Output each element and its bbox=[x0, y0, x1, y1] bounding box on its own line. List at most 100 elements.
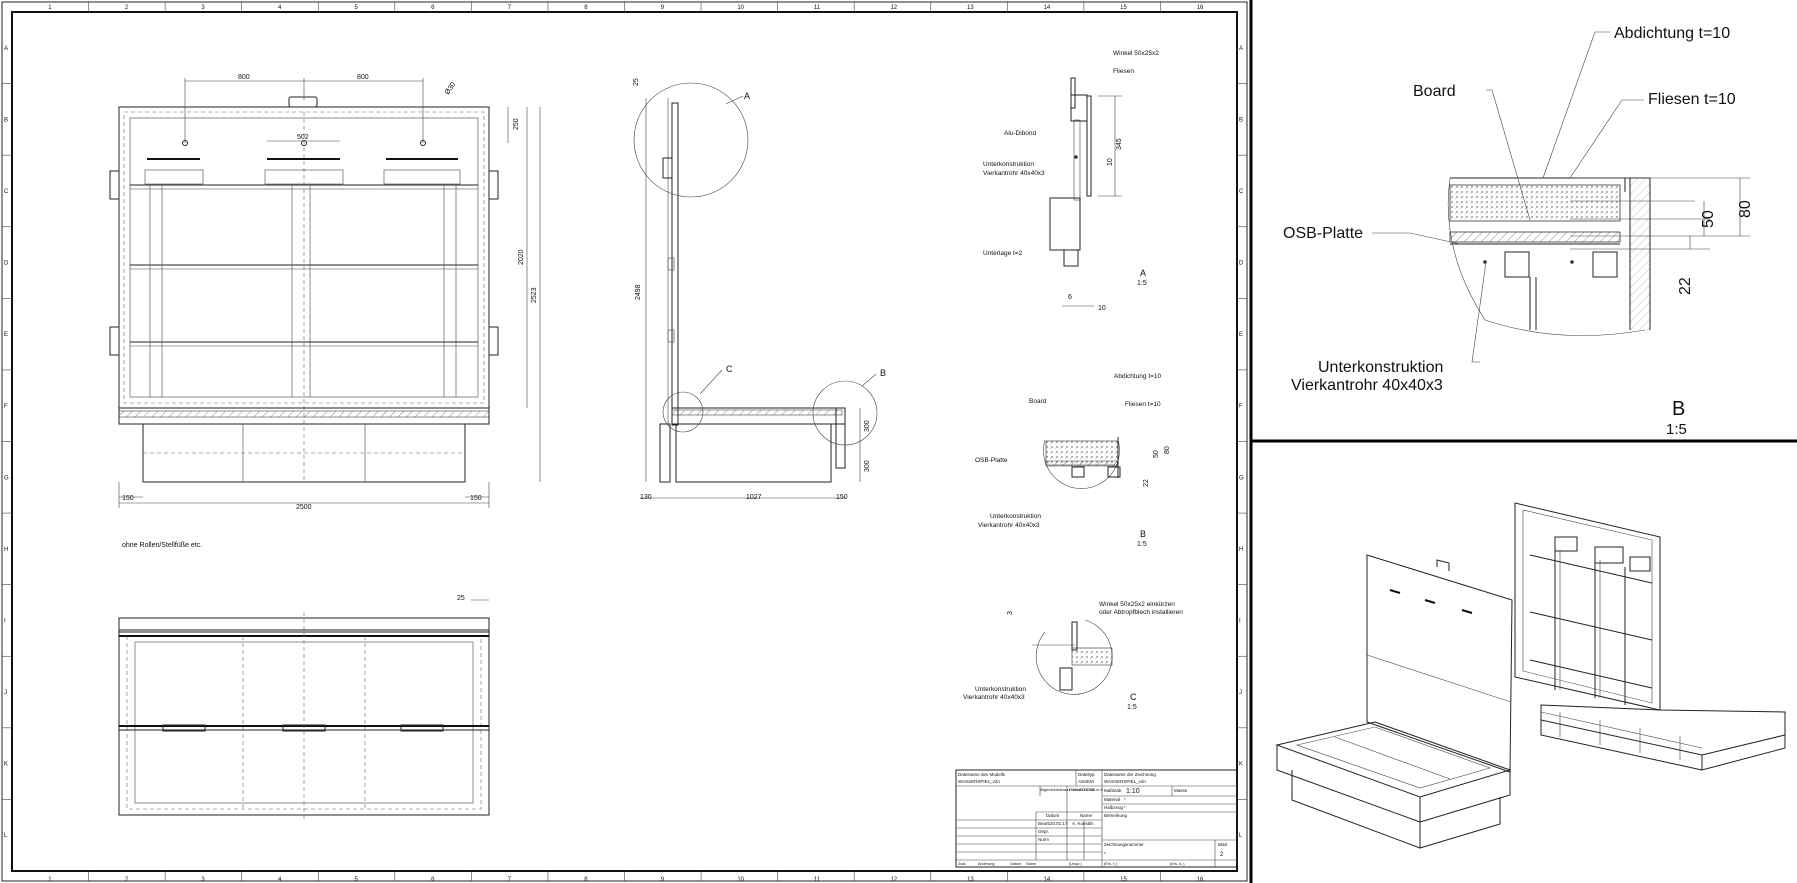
tb-sheet-label: Blatt bbox=[1218, 842, 1228, 847]
detail-b-small-label-vierkantrohr: Vierkantrohr 40x40x3 bbox=[978, 522, 1040, 529]
tb-number-label: Zeichnungsnummer bbox=[1104, 842, 1144, 847]
tb-ers-fuer-label: (Ers. f.:) bbox=[1104, 862, 1118, 866]
grid-col-label: 9 bbox=[661, 5, 665, 11]
grid-row-label: C bbox=[4, 189, 9, 195]
detail-b-small-dim-22: 22 bbox=[1143, 479, 1150, 487]
grid-row-label: I bbox=[1239, 618, 1241, 624]
grid-col-label: 15 bbox=[1120, 877, 1127, 883]
tb-name-label: Name bbox=[1080, 813, 1093, 818]
front-dim-spacing-1: 800 bbox=[238, 74, 250, 81]
tb-format: Format DIN A3 bbox=[1069, 788, 1094, 792]
detail-b-label-abdichtung: Abdichtung t=10 bbox=[1614, 25, 1730, 42]
detail-c-dim: 3 bbox=[1007, 611, 1014, 615]
detail-a-dim-10b: 10 bbox=[1098, 305, 1106, 312]
tb-type-label: Dateityp bbox=[1078, 772, 1095, 777]
detail-b-small bbox=[1043, 437, 1121, 489]
detail-b-large bbox=[1372, 31, 1750, 363]
grid-col-label: 4 bbox=[278, 5, 282, 11]
detail-a-scale: 1:5 bbox=[1137, 280, 1147, 287]
side-dim-h1: 300 bbox=[864, 420, 871, 432]
title-block bbox=[955, 769, 1238, 868]
grid-col-label: 10 bbox=[737, 5, 744, 11]
grid-col-label: 8 bbox=[584, 877, 588, 883]
tb-scale-label: Maßstab bbox=[1104, 788, 1122, 793]
grid-col-label: 12 bbox=[890, 5, 897, 11]
grid-col-label: 3 bbox=[201, 5, 205, 11]
grid-row-label: K bbox=[4, 762, 8, 768]
tb-tolerance: Allgemeintoleranz DIN ISO 2768-m-K bbox=[1040, 788, 1104, 792]
front-dim-spacing-2: 800 bbox=[357, 74, 369, 81]
detail-b-small-label-board: Board bbox=[1029, 398, 1047, 405]
tb-model-label: Dateiname des Modells bbox=[958, 772, 1006, 777]
detail-b-label-fliesen: Fliesen t=10 bbox=[1648, 91, 1736, 108]
side-dim-h2: 300 bbox=[864, 460, 871, 472]
side-dim-height: 2498 bbox=[635, 284, 642, 300]
detail-b-label-vierkantrohr: Vierkantrohr 40x40x3 bbox=[1291, 377, 1443, 394]
grid-col-label: 1 bbox=[48, 5, 52, 11]
top-view bbox=[118, 599, 490, 820]
grid-col-label: 15 bbox=[1120, 5, 1127, 11]
detail-a-label-winkel: Winkel 50x25x2 bbox=[1113, 50, 1159, 57]
tb-sheet-value: 2 bbox=[1220, 852, 1224, 858]
grid-col-label: 13 bbox=[967, 5, 974, 11]
grid-row-label: H bbox=[1239, 547, 1243, 553]
side-dim-depth: 1027 bbox=[746, 494, 762, 501]
grid-col-label: 8 bbox=[584, 5, 588, 11]
detail-c-title: C bbox=[1130, 692, 1137, 702]
detail-b-dim-80: 80 bbox=[1737, 200, 1754, 218]
grid-col-label: 4 bbox=[278, 877, 282, 883]
grid-col-label: 7 bbox=[508, 877, 512, 883]
tb-type-value: ASSEM bbox=[1078, 779, 1094, 784]
grid-col-label: 16 bbox=[1197, 877, 1204, 883]
front-dim-right: 150 bbox=[470, 495, 482, 502]
isometric-view bbox=[1275, 502, 1786, 849]
detail-b-label-osb: OSB-Platte bbox=[1283, 225, 1363, 242]
grid-row-label: E bbox=[4, 332, 8, 338]
detail-b-large-title: B bbox=[1672, 398, 1685, 420]
tb-date-value: 20.01.17 bbox=[1050, 821, 1068, 826]
grid-row-label: G bbox=[1239, 475, 1244, 481]
grid-col-label: 10 bbox=[737, 877, 744, 883]
side-view bbox=[633, 82, 878, 499]
front-dim-height-inner: 2020 bbox=[518, 249, 525, 265]
grid-row-label: L bbox=[4, 833, 8, 839]
tb-material-label: Material bbox=[1104, 797, 1120, 802]
detail-a-label-vierkantrohr: Vierkantrohr 40x40x3 bbox=[983, 170, 1045, 177]
grid-col-label: 6 bbox=[431, 877, 435, 883]
detail-b-small-label-abdichtung: Abdichtung t=10 bbox=[1114, 373, 1162, 380]
front-dim-height-total: 2523 bbox=[531, 287, 538, 303]
grid-col-label: 13 bbox=[967, 877, 974, 883]
side-callout-c: C bbox=[726, 364, 733, 374]
side-dim-right: 150 bbox=[836, 494, 848, 501]
detail-b-small-dim-50: 50 bbox=[1153, 450, 1160, 458]
grid-row-label: H bbox=[4, 547, 8, 553]
grid-col-label: 3 bbox=[201, 877, 205, 883]
tb-urspr-label: (Urspr.) bbox=[1069, 862, 1082, 866]
detail-b-dim-22: 22 bbox=[1677, 277, 1694, 295]
detail-c-scale: 1:5 bbox=[1127, 704, 1137, 711]
grid-col-label: 9 bbox=[661, 877, 665, 883]
front-view bbox=[109, 78, 541, 508]
grid-col-label: 12 bbox=[890, 877, 897, 883]
tb-material-value: * bbox=[1124, 797, 1126, 802]
side-dim-top: 25 bbox=[633, 78, 640, 86]
side-callout-b: B bbox=[880, 368, 886, 378]
grid-col-label: 5 bbox=[355, 877, 359, 883]
tb-aenderung-label: Änderung bbox=[978, 862, 994, 866]
grid-col-label: 14 bbox=[1044, 5, 1051, 11]
grid-col-label: 5 bbox=[355, 5, 359, 11]
tb-mass-label: Masse bbox=[1174, 788, 1188, 793]
detail-c-label-unterkonstruktion: Unterkonstruktion bbox=[975, 686, 1026, 693]
tb-halbzeug-value: * bbox=[1124, 805, 1126, 810]
detail-a-dim-345: 345 bbox=[1116, 138, 1123, 150]
tb-date-label: Datum bbox=[1046, 813, 1060, 818]
detail-b-large-scale: 1:5 bbox=[1666, 421, 1687, 438]
grid-row-label: A bbox=[1239, 46, 1243, 52]
grid-row-label: K bbox=[1239, 762, 1243, 768]
detail-b-label-board: Board bbox=[1413, 83, 1456, 100]
detail-b-dim-50: 50 bbox=[1700, 210, 1717, 228]
detail-a-label-fliesen: Fliesen bbox=[1113, 68, 1134, 75]
grid-row-label: J bbox=[4, 690, 7, 696]
